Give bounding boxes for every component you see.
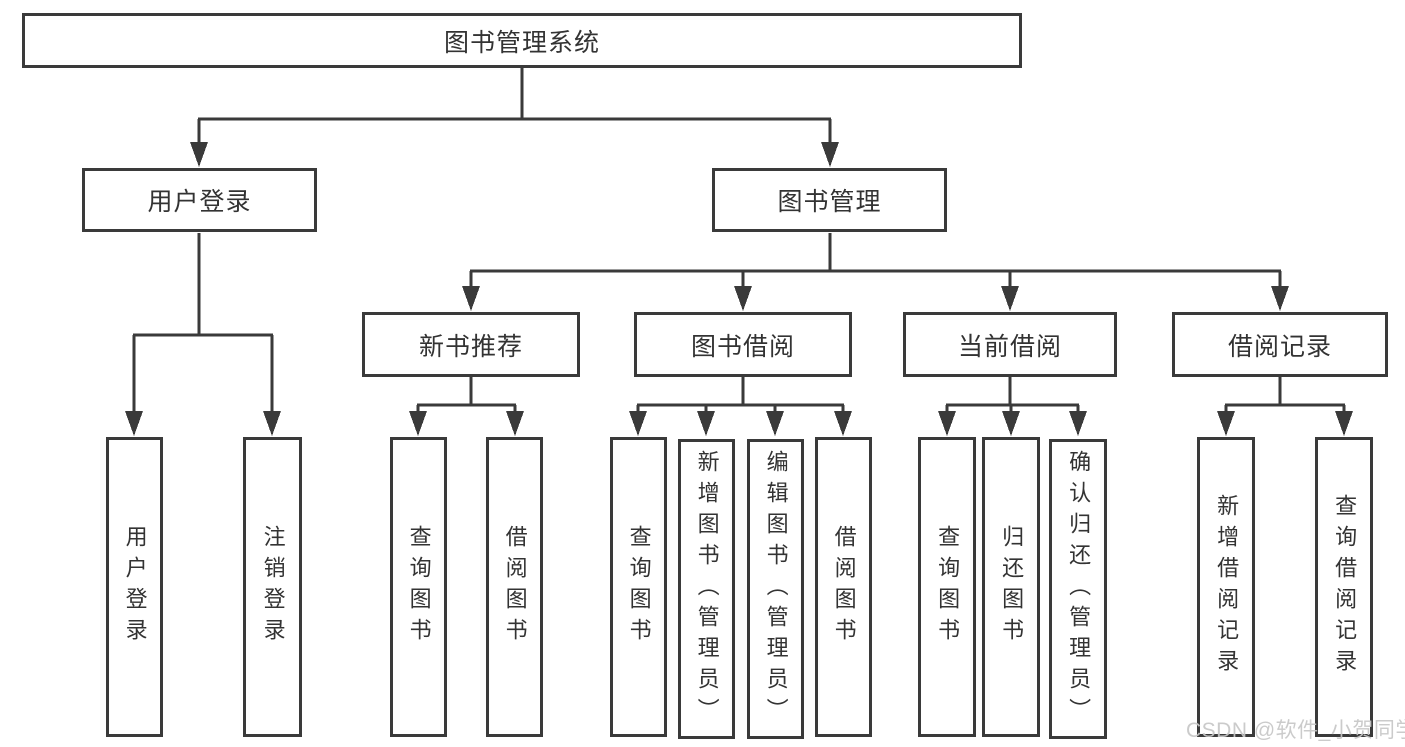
arrowhead-icon [766, 411, 784, 436]
arrowhead-icon [462, 286, 480, 311]
arrowhead-icon [1335, 411, 1353, 436]
arrowhead-icon [1271, 286, 1289, 311]
arrowhead-icon [409, 411, 427, 436]
arrowhead-icon [125, 411, 143, 436]
node-new-book-recommend: 新书推荐 [362, 312, 580, 377]
arrowhead-icon [506, 411, 524, 436]
leaf-query-books-borrow: 查询图书 [610, 437, 667, 737]
arrowhead-icon [938, 411, 956, 436]
leaf-add-borrow-record: 新增借阅记录 [1197, 437, 1255, 737]
leaf-query-borrow-record: 查询借阅记录 [1315, 437, 1373, 737]
node-borrow-records: 借阅记录 [1172, 312, 1388, 377]
arrowhead-icon [263, 411, 281, 436]
leaf-confirm-return-admin: 确认归还（管理员） [1049, 439, 1107, 739]
node-root: 图书管理系统 [22, 13, 1022, 68]
leaf-edit-books-admin: 编辑图书（管理员） [747, 439, 804, 739]
node-current-borrow: 当前借阅 [903, 312, 1117, 377]
leaf-borrow-books: 借阅图书 [815, 437, 872, 737]
arrowhead-icon [734, 286, 752, 311]
leaf-borrow-books-recommend: 借阅图书 [486, 437, 543, 737]
arrowhead-icon [1069, 411, 1087, 436]
leaf-logout: 注销登录 [243, 437, 302, 737]
leaf-user-login: 用户登录 [106, 437, 163, 737]
arrowhead-icon [1001, 286, 1019, 311]
arrowhead-icon [1217, 411, 1235, 436]
leaf-add-books-admin: 新增图书（管理员） [678, 439, 735, 739]
arrowhead-icon [821, 142, 839, 167]
arrowhead-icon [190, 142, 208, 167]
leaf-return-books: 归还图书 [982, 437, 1040, 737]
arrowhead-icon [697, 411, 715, 436]
arrowhead-icon [834, 411, 852, 436]
node-book-management: 图书管理 [712, 168, 947, 232]
node-user-login: 用户登录 [82, 168, 317, 232]
node-book-borrow: 图书借阅 [634, 312, 852, 377]
arrowhead-icon [1002, 411, 1020, 436]
leaf-query-books-recommend: 查询图书 [390, 437, 447, 737]
csdn-watermark: CSDN @软件_小贺同学 [1186, 719, 1405, 742]
arrowhead-icon [629, 411, 647, 436]
leaf-query-books-current: 查询图书 [918, 437, 976, 737]
